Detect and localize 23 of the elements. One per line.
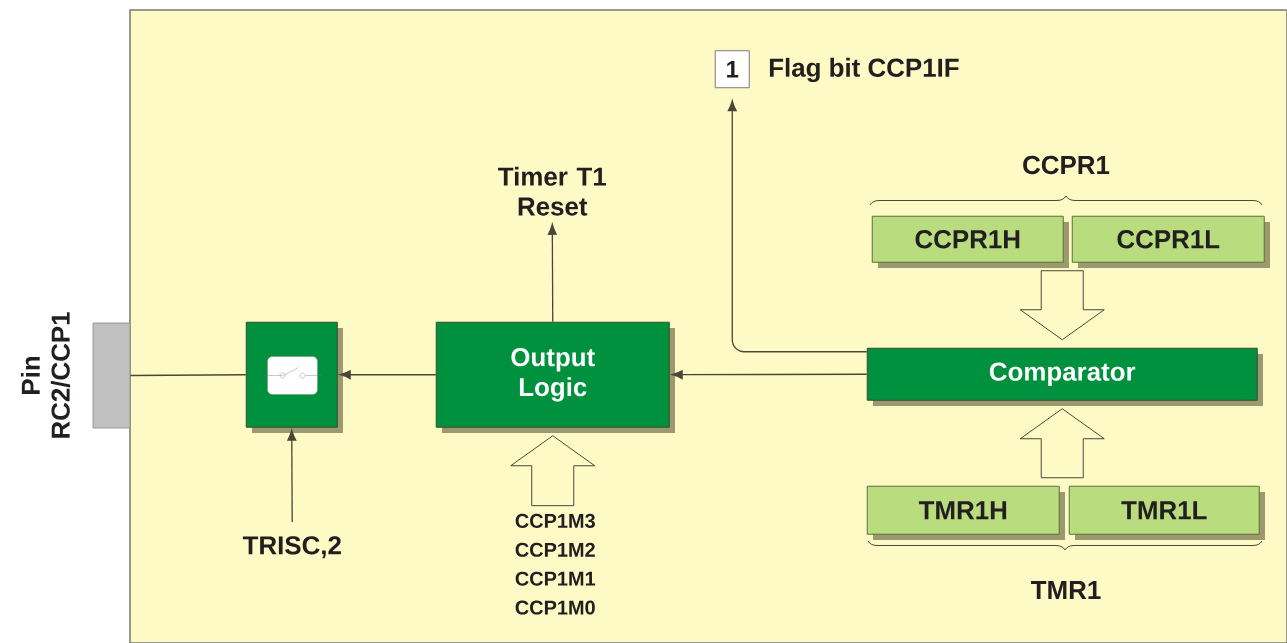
hollow-arrow	[1019, 270, 1105, 341]
pin-block	[92, 322, 131, 429]
arrow	[547, 223, 557, 323]
signal-label: CCP1M3 CCP1M2 CCP1M1 CCP1M0	[515, 513, 596, 615]
register-group-label: TMR1	[1031, 581, 1101, 599]
signal-label: Timer T1 Reset	[498, 166, 606, 216]
register-box: CCPR1L	[1071, 215, 1270, 268]
flag-box: 1	[714, 50, 750, 89]
arrow	[339, 370, 437, 380]
signal-label: TRISC,2	[242, 536, 341, 559]
register-group-label: CCPR1	[1023, 155, 1110, 175]
flag-label: Flag bit CCP1IF	[769, 57, 959, 83]
register-box: TMR1H	[866, 485, 1065, 540]
process-box: Output Logic	[435, 321, 675, 433]
arrow	[727, 100, 868, 353]
register-box: TMR1L	[1068, 485, 1265, 540]
process-box: Comparator	[866, 347, 1263, 406]
arrow	[671, 370, 868, 380]
hollow-arrow	[510, 435, 596, 507]
hollow-arrow	[1019, 408, 1105, 479]
register-box: CCPR1H	[871, 215, 1069, 268]
arrow	[287, 429, 297, 523]
pin-label: Pin RC2/CCP1	[20, 312, 71, 438]
